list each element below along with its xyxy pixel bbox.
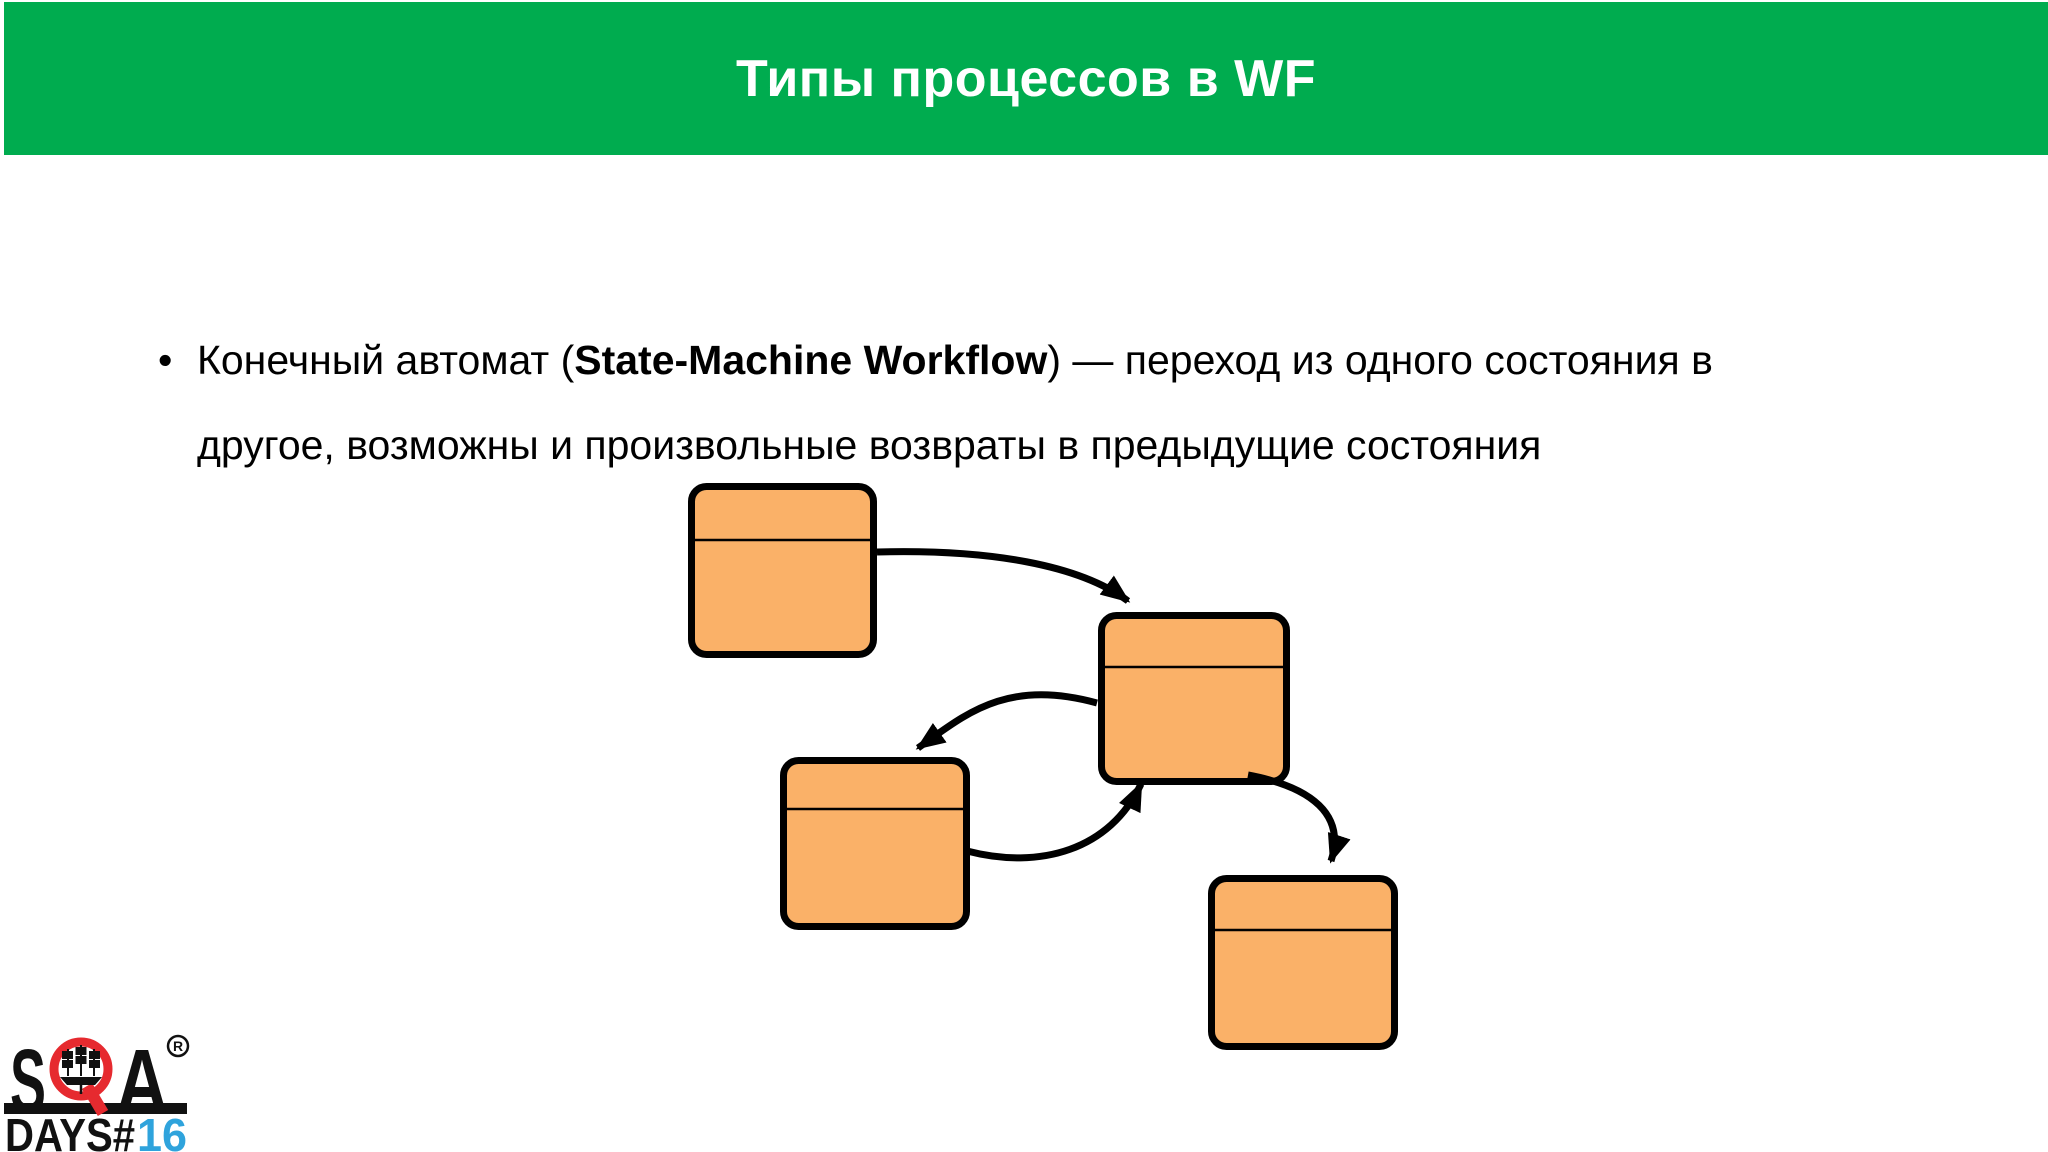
state-box-2 [1098, 612, 1290, 785]
registered-mark-icon [166, 1034, 190, 1058]
bullet-text-bold: State-Machine Workflow [574, 337, 1048, 383]
page-title: Типы процессов в WF [736, 49, 1316, 108]
transition-arrow-1-2 [876, 548, 1131, 604]
logo-q-tail [81, 1082, 109, 1117]
transition-arrow-2-4 [1247, 771, 1351, 864]
state-box-3-shape [780, 757, 970, 930]
state-box-2-shape [1098, 612, 1290, 785]
transition-arrow-3-2 [966, 781, 1145, 862]
ship-icon [60, 1045, 102, 1094]
registered-mark-letter: R [173, 1038, 183, 1054]
logo-letter-a: A [116, 1031, 168, 1133]
logo-letter-s: S [10, 1031, 46, 1133]
bullet-text-post: ) — переход из одного состояния в [1047, 337, 1713, 383]
sqa-days-logo: S A R DAYS# 16 [4, 1031, 190, 1152]
bullet-line-1: Конечный автомат (State-Machine Workflow… [197, 318, 1857, 403]
state-box-4-shape [1208, 875, 1398, 1050]
transition-arrow-2-3 [915, 691, 1098, 751]
logo-days-text: DAYS# [5, 1109, 135, 1152]
state-box-1-shape [688, 483, 877, 658]
bullet-line-2: другое, возможны и произвольные возвраты… [197, 422, 1542, 468]
state-box-3 [780, 757, 970, 930]
bullet-item: Конечный автомат (State-Machine Workflow… [197, 318, 1857, 488]
title-bar: Типы процессов в WF [4, 2, 2048, 155]
state-box-4 [1208, 875, 1398, 1050]
logo-edition-number: 16 [137, 1109, 187, 1152]
state-box-1 [688, 483, 877, 658]
bullet-text-pre: Конечный автомат ( [197, 337, 575, 383]
bullet-marker: • [158, 337, 173, 383]
